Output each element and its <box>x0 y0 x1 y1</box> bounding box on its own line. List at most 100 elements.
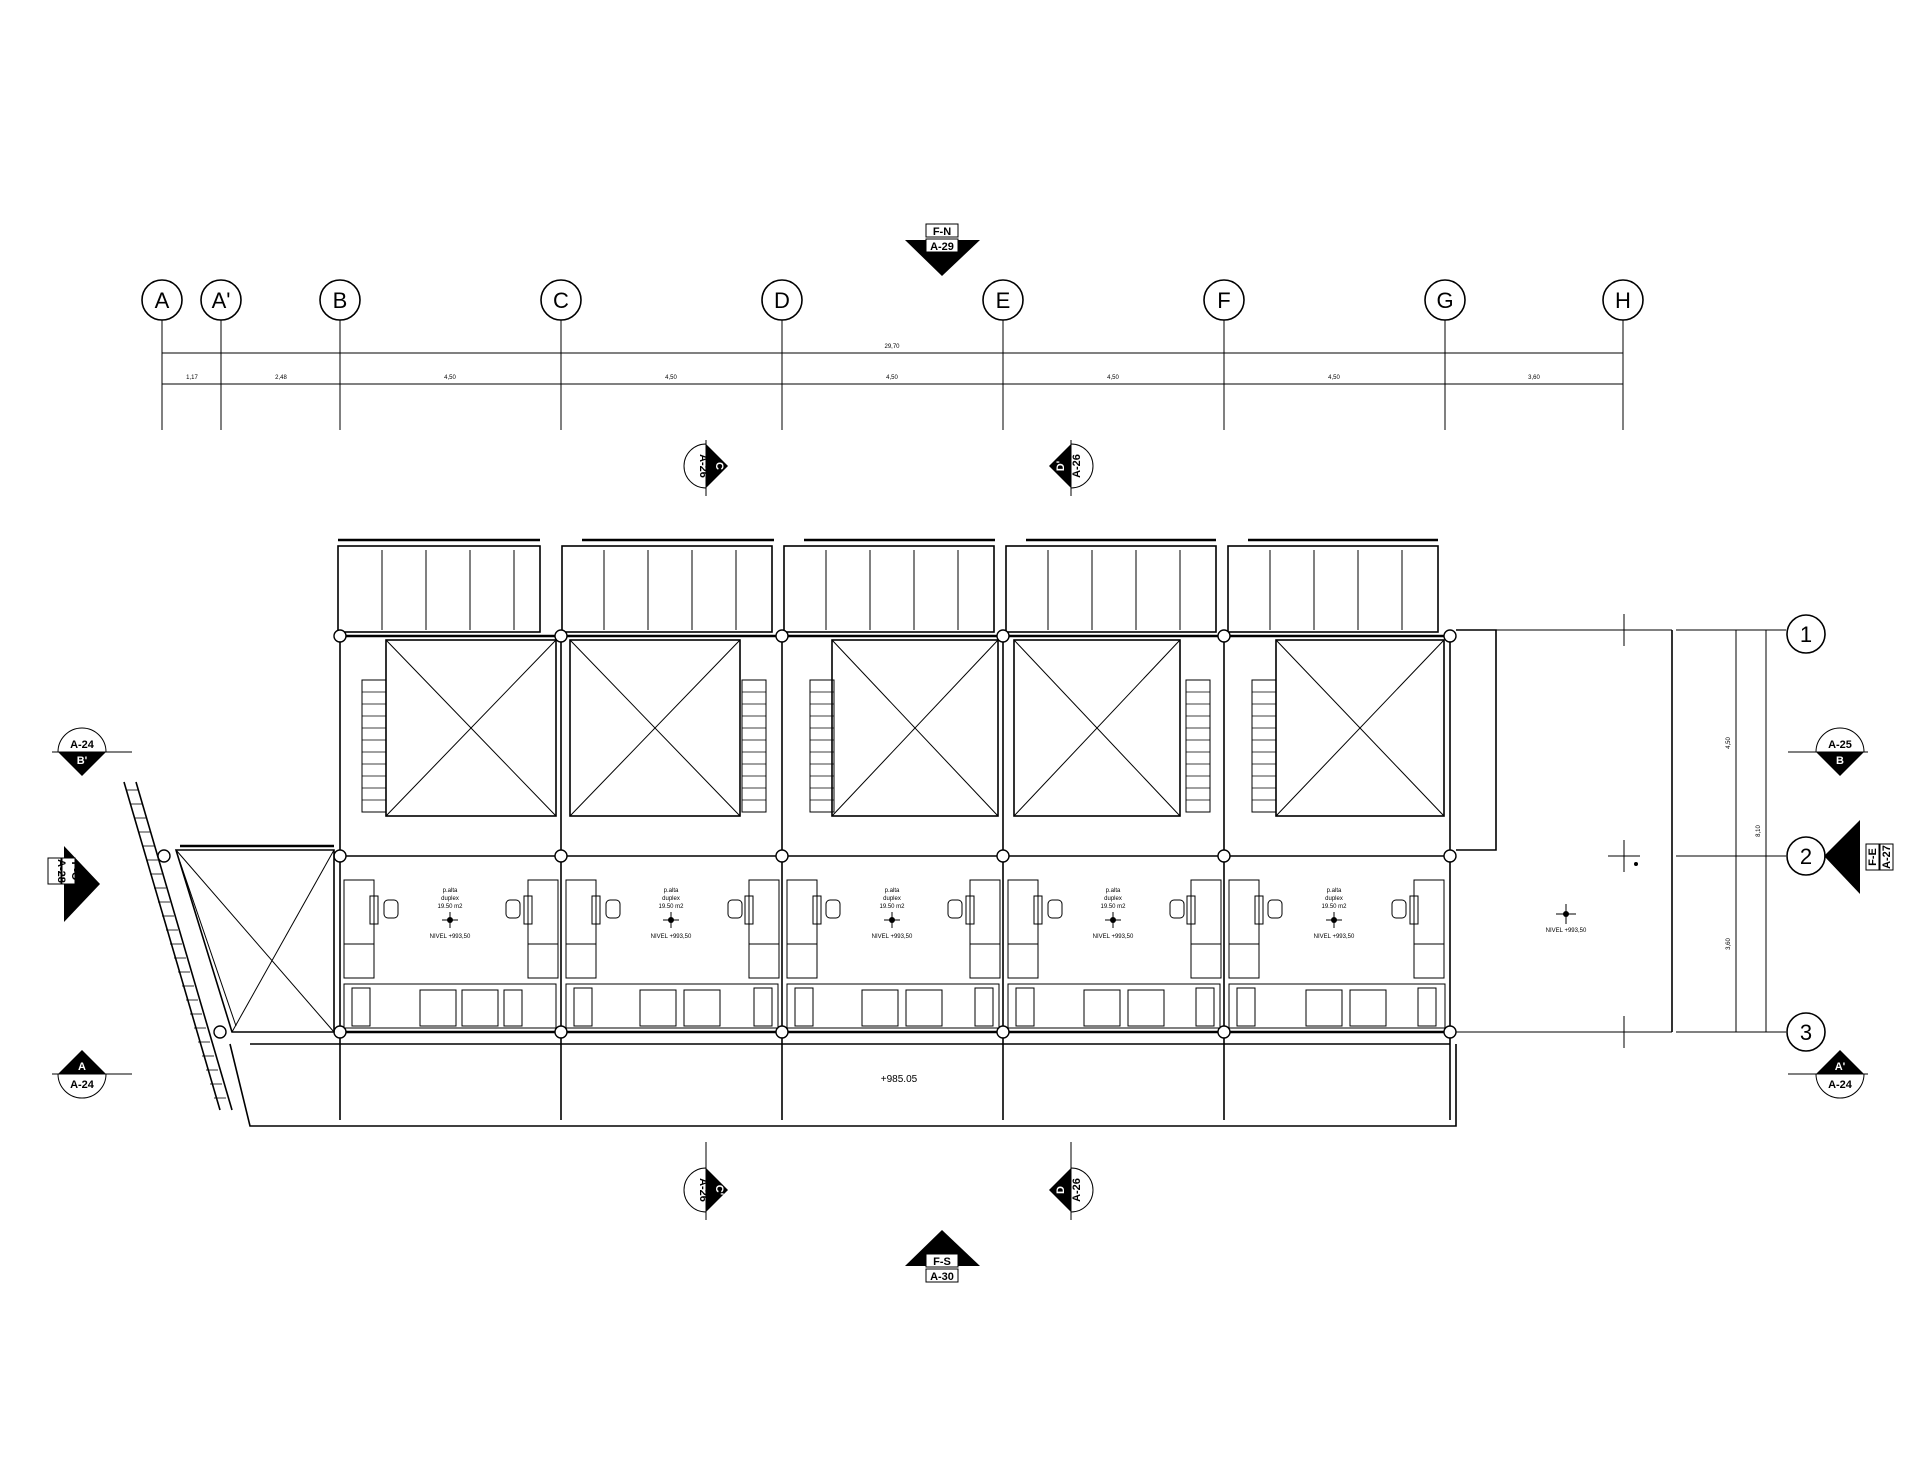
unit-subtype: duplex <box>1325 896 1343 902</box>
furniture <box>343 879 1446 1029</box>
section-mark-top: A-25 <box>1828 739 1852 751</box>
section-mark-top: A-24 <box>70 739 95 751</box>
elevation-mark-north-top: F-N <box>933 226 951 238</box>
section-mark-left-a[interactable]: A A-24 <box>52 1050 132 1099</box>
grid-column-g[interactable]: G <box>1424 279 1466 430</box>
unit-type: p.alta <box>443 888 458 894</box>
vertical-dimension-chain: 4,50 3,60 8,10 <box>1676 629 1786 1033</box>
section-mark-bottom: A-24 <box>1828 1079 1853 1091</box>
dimension-segment: 4,50 <box>1328 375 1340 381</box>
section-mark-bottom: B' <box>77 755 88 767</box>
grid-label: 3 <box>1800 1020 1812 1045</box>
unit-type: p.alta <box>1106 888 1121 894</box>
grid-column-h[interactable]: H <box>1602 279 1644 430</box>
unit-label-3[interactable]: p.alta duplex 19.50 m2 NIVEL +993,50 <box>872 888 913 940</box>
section-mark-letter: D' <box>1055 460 1067 471</box>
unit-subtype: duplex <box>662 896 680 902</box>
section-mark-sheet: A-26 <box>1071 454 1083 478</box>
structural-frame <box>157 629 1457 1127</box>
entrance-ramp <box>123 781 335 1111</box>
unit-area: 19.50 m2 <box>879 904 905 910</box>
grid-column-c[interactable]: C <box>540 279 582 430</box>
unit-area: 19.50 m2 <box>1100 904 1126 910</box>
grid-label: A' <box>212 288 231 313</box>
section-mark-top: A' <box>1835 1061 1846 1073</box>
unit-area: 19.50 m2 <box>1321 904 1347 910</box>
vertical-dimension-segment: 4,50 <box>1726 737 1732 749</box>
vertical-dimension-segment: 3,60 <box>1726 938 1732 950</box>
elevation-mark-west[interactable]: A-28 F-O <box>47 846 100 922</box>
section-mark-right-b[interactable]: A-25 B <box>1788 727 1868 776</box>
dimension-segment: 4,50 <box>444 375 456 381</box>
dimension-chain-horizontal: 29,70 1,17 2,48 4,50 4,50 4,50 4,50 4,50… <box>162 344 1623 385</box>
stairs <box>361 679 1277 813</box>
grid-label: G <box>1436 288 1453 313</box>
dimension-overall: 29,70 <box>884 344 900 350</box>
grid-label: B <box>333 288 348 313</box>
unit-level: NIVEL +993,50 <box>1093 934 1134 940</box>
grid-label: 2 <box>1800 844 1812 869</box>
unit-subtype: duplex <box>883 896 901 902</box>
ground-level-label: +985.05 <box>881 1074 918 1085</box>
section-mark-sheet: A-26 <box>1071 1178 1083 1202</box>
unit-subtype: duplex <box>1104 896 1122 902</box>
section-mark-bottom: A-24 <box>70 1079 95 1091</box>
grid-label: E <box>996 288 1011 313</box>
section-mark-top-d[interactable]: A-26 D' <box>1049 440 1094 496</box>
elevation-mark-east[interactable]: F-E A-27 <box>1824 820 1894 894</box>
terrace <box>1456 614 1673 1048</box>
grid-column-a-prime[interactable]: A' <box>200 279 242 430</box>
grid-label: C <box>553 288 569 313</box>
section-mark-sheet: A-26 <box>697 454 709 478</box>
unit-label-4[interactable]: p.alta duplex 19.50 m2 NIVEL +993,50 <box>1093 888 1134 940</box>
elevation-mark-south-top: F-S <box>933 1256 951 1268</box>
grid-columns: A A' B C D E F <box>141 279 1644 430</box>
dimension-segment: 3,60 <box>1528 375 1540 381</box>
section-mark-bottom-c[interactable]: A-26 C' <box>683 1142 728 1220</box>
unit-label-2[interactable]: p.alta duplex 19.50 m2 NIVEL +993,50 <box>651 888 692 940</box>
grid-label: A <box>155 288 170 313</box>
grid-label: 1 <box>1800 622 1812 647</box>
section-mark-top-c[interactable]: A-26 C <box>683 440 728 496</box>
elevation-mark-south-bottom: A-30 <box>930 1271 954 1283</box>
unit-area: 19.50 m2 <box>658 904 684 910</box>
unit-label-1[interactable]: p.alta duplex 19.50 m2 NIVEL +993,50 <box>430 888 471 940</box>
unit-area: 19.50 m2 <box>437 904 463 910</box>
grid-column-b[interactable]: B <box>319 279 361 430</box>
elevation-mark-west-bottom: A-28 <box>55 859 67 883</box>
grid-column-a[interactable]: A <box>141 279 183 430</box>
elevation-mark-south[interactable]: F-S A-30 <box>905 1230 980 1283</box>
unit-level: NIVEL +993,50 <box>430 934 471 940</box>
unit-level: NIVEL +993,50 <box>1314 934 1355 940</box>
dimension-segment: 4,50 <box>665 375 677 381</box>
elevation-mark-north-bottom: A-29 <box>930 241 954 253</box>
grid-column-d[interactable]: D <box>761 279 803 430</box>
unit-subtype: duplex <box>441 896 459 902</box>
grid-row-3[interactable]: 3 <box>1786 1012 1826 1052</box>
grid-row-2[interactable]: 2 <box>1786 836 1826 876</box>
elevation-mark-east-bottom: A-27 <box>1881 845 1893 869</box>
grid-column-e[interactable]: E <box>982 279 1024 430</box>
grid-row-1[interactable]: 1 <box>1786 614 1826 654</box>
section-mark-right-a[interactable]: A' A-24 <box>1788 1050 1868 1099</box>
unit-level: NIVEL +993,50 <box>872 934 913 940</box>
facade-panels <box>337 538 1439 633</box>
unit-type: p.alta <box>664 888 679 894</box>
dimension-segment: 2,48 <box>275 375 287 381</box>
unit-level: NIVEL +993,50 <box>651 934 692 940</box>
terrace-level-label[interactable]: NIVEL +993,50 <box>1546 904 1587 934</box>
grid-label: D <box>774 288 790 313</box>
section-mark-letter: D <box>1055 1186 1067 1194</box>
elevation-mark-north[interactable]: F-N A-29 <box>905 223 980 276</box>
grid-label: H <box>1615 288 1631 313</box>
grid-label: F <box>1217 288 1230 313</box>
dimension-segment: 1,17 <box>186 375 198 381</box>
section-mark-left-b[interactable]: A-24 B' <box>52 727 132 776</box>
elevation-mark-east-top: F-E <box>1867 848 1879 866</box>
unit-type: p.alta <box>885 888 900 894</box>
section-mark-bottom-d[interactable]: A-26 D <box>1049 1142 1094 1220</box>
grid-column-f[interactable]: F <box>1203 279 1245 430</box>
section-mark-letter: C <box>713 462 725 470</box>
unit-label-5[interactable]: p.alta duplex 19.50 m2 NIVEL +993,50 <box>1314 888 1355 940</box>
